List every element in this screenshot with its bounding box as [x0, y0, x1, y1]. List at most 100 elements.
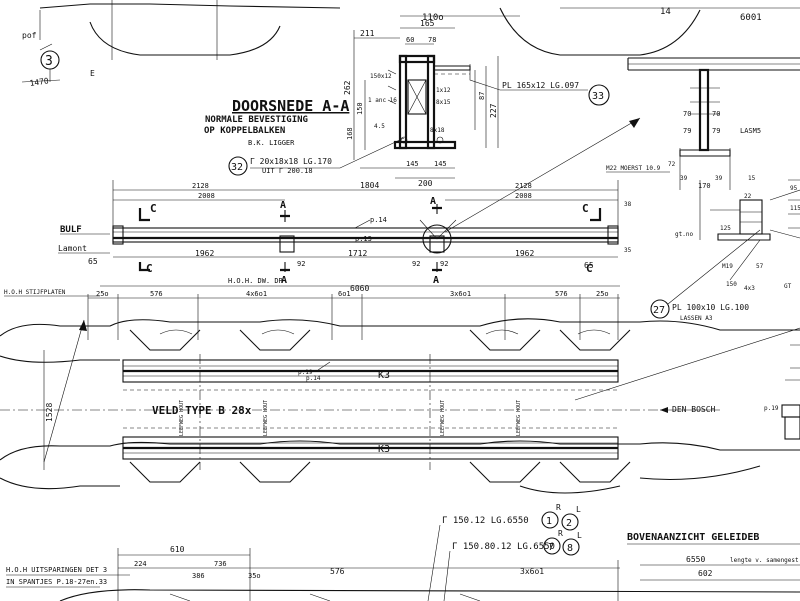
dim-top-b: 78: [428, 36, 436, 44]
dim-top-left: 211: [360, 29, 375, 38]
hoh-value: 6060: [350, 284, 369, 293]
right-details: 70 70 79 79 LASM5 M22 MOERST 10.9 170 72…: [606, 57, 800, 440]
bot-dim-4: 386: [192, 572, 205, 580]
bot-dim-6: 576: [330, 567, 345, 576]
dim-bot-left: 145: [406, 160, 419, 168]
elev-seg-left: 1962: [195, 249, 214, 258]
elev-bearing-a: 92: [297, 260, 305, 268]
elev-dim-total: 1804: [360, 181, 379, 190]
plan-dim-7: 25o: [596, 290, 609, 298]
rd-dim-10: 115: [790, 205, 800, 212]
plan-dim-2: 576: [150, 290, 163, 298]
lamont-label: Lamont: [58, 244, 87, 253]
section-title: DOORSNEDE A-A: [232, 97, 349, 115]
elev-end-top: 38: [624, 201, 632, 208]
bot-dim-7: 3x6o1: [520, 567, 544, 576]
hoh-left: H.O.H STIJFPLATEN: [4, 289, 66, 296]
note-l5: 4.5: [374, 123, 385, 130]
r-mark-2: R: [558, 529, 563, 538]
circle-2: [561, 513, 579, 531]
cut-c-4: C: [586, 262, 593, 275]
callout-27-text: PL 100x10 LG.100: [672, 303, 749, 312]
profile-2: Γ 150.80.12 LG.6550: [452, 542, 555, 552]
top-pof: pof: [22, 31, 37, 40]
bot-dim-3: 736: [214, 560, 227, 568]
plan-dim-4: 6o1: [338, 290, 351, 298]
cut-c-1: C: [150, 202, 157, 215]
section-subtitle-2: OP KOPPELBALKEN: [204, 126, 285, 136]
note-anchor: 1 anc 16: [368, 97, 397, 104]
elev-bearing-b: 92: [412, 260, 420, 268]
plan-p14: p.14: [306, 375, 321, 382]
plan-dim-3: 4x6o1: [246, 290, 267, 298]
plan-dim-1: 25o: [96, 290, 109, 298]
hoh-label: H.O.H. DW. DR: [228, 277, 284, 285]
bot-dim-2: 224: [134, 560, 147, 568]
circle-8: [562, 538, 580, 556]
dim-top-a: 60: [406, 36, 414, 44]
callout-3-num: 3: [45, 54, 53, 69]
dim-h-c: 87: [478, 92, 486, 100]
rd-small-8: gt.no: [675, 231, 693, 238]
circle-1: [541, 511, 559, 529]
hoh-uitsparingen-sub: IN SPANTJES P.18-27en.33: [6, 578, 107, 586]
callout-32-num: 32: [231, 162, 243, 173]
bulf-label: BULF: [60, 225, 82, 235]
section-subtitle-1: NORMALE BEVESTIGING: [205, 115, 308, 125]
elev-seg-right: 1962: [515, 249, 534, 258]
rd-small-5: 150: [726, 281, 737, 288]
rd-dim-1: 70: [683, 110, 691, 118]
circle-7: [543, 537, 561, 555]
bot-length: 6550: [686, 555, 705, 564]
section-a-a: DOORSNEDE A-A NORMALE BEVESTIGING OP KOP…: [204, 19, 610, 188]
top-dim-c: 14: [660, 7, 671, 17]
bottom-heading: BOVENAANZICHT GELEIDEB: [627, 532, 759, 543]
top-dim-b: 6001: [740, 13, 762, 23]
cut-c-2: C: [146, 262, 153, 275]
rd-dim-4: 79: [712, 127, 720, 135]
plan-dim-6: 576: [555, 290, 568, 298]
rd-dim-7: 39: [680, 175, 688, 182]
r-mark-1: R: [556, 503, 561, 512]
dim-h-inner: 227: [489, 103, 498, 118]
rd-small-7: GT: [784, 283, 792, 290]
cut-a-3: A: [281, 275, 287, 286]
callout-27-sub: LASSEN A3: [680, 315, 713, 322]
circle-1-num: 1: [546, 516, 552, 527]
dim-bot-right: 145: [434, 160, 447, 168]
top-strip: 110o 6001 14 pof 1470 E 3: [21, 0, 800, 88]
callout-32-sub: UIT Γ 200.18: [262, 167, 313, 175]
plan-vert-4: LEEFWEG HOUT: [516, 400, 522, 436]
profile-1: Γ 150.12 LG.6550: [442, 516, 529, 526]
rd-p19: p.19: [764, 405, 779, 412]
callout-27-num: 27: [653, 305, 665, 316]
rd-dim-3: 79: [683, 127, 691, 135]
rd-small-6: 57: [756, 263, 764, 270]
top-value: 1470: [29, 76, 50, 88]
elev-end-bottom: 35: [624, 247, 632, 254]
bot-dim-8: 602: [698, 569, 713, 578]
plan-view: 25o 576 4x6o1 6o1 3x6o1 576 25o LEEFWEG …: [0, 290, 800, 494]
elev-dim-left: 2128: [192, 182, 209, 190]
elev-dim-left-sub: 2008: [198, 192, 215, 200]
circle-8-num: 8: [567, 543, 573, 554]
circle-7-num: 7: [548, 542, 554, 553]
cut-a-4: A: [433, 275, 439, 286]
rd-dim-6: 72: [668, 161, 676, 168]
plan-vert-3: LEEFWEG HOUT: [440, 400, 446, 436]
note-bolt-a: 8x15: [436, 99, 451, 106]
plan-dim-5: 3x6o1: [450, 290, 471, 298]
top-dim-a: 110o: [422, 13, 444, 23]
dim-h-total: 262: [343, 80, 352, 95]
hoh-uitsparingen: H.O.H UITSPARINGEN DET 3: [6, 566, 107, 574]
rd-small-4: M19: [722, 263, 733, 270]
dim-bot-total: 200: [418, 179, 433, 188]
rd-label: LASM5: [740, 127, 761, 135]
plan-vert-2: LEEFWEG HOUT: [263, 400, 269, 436]
elev-end-right: 65: [584, 261, 594, 270]
rd-small-9: 4x3: [744, 285, 755, 292]
rd-small-3: 125: [720, 225, 731, 232]
callout-32-circle: [228, 156, 248, 176]
cut-a-2: A: [430, 196, 436, 207]
